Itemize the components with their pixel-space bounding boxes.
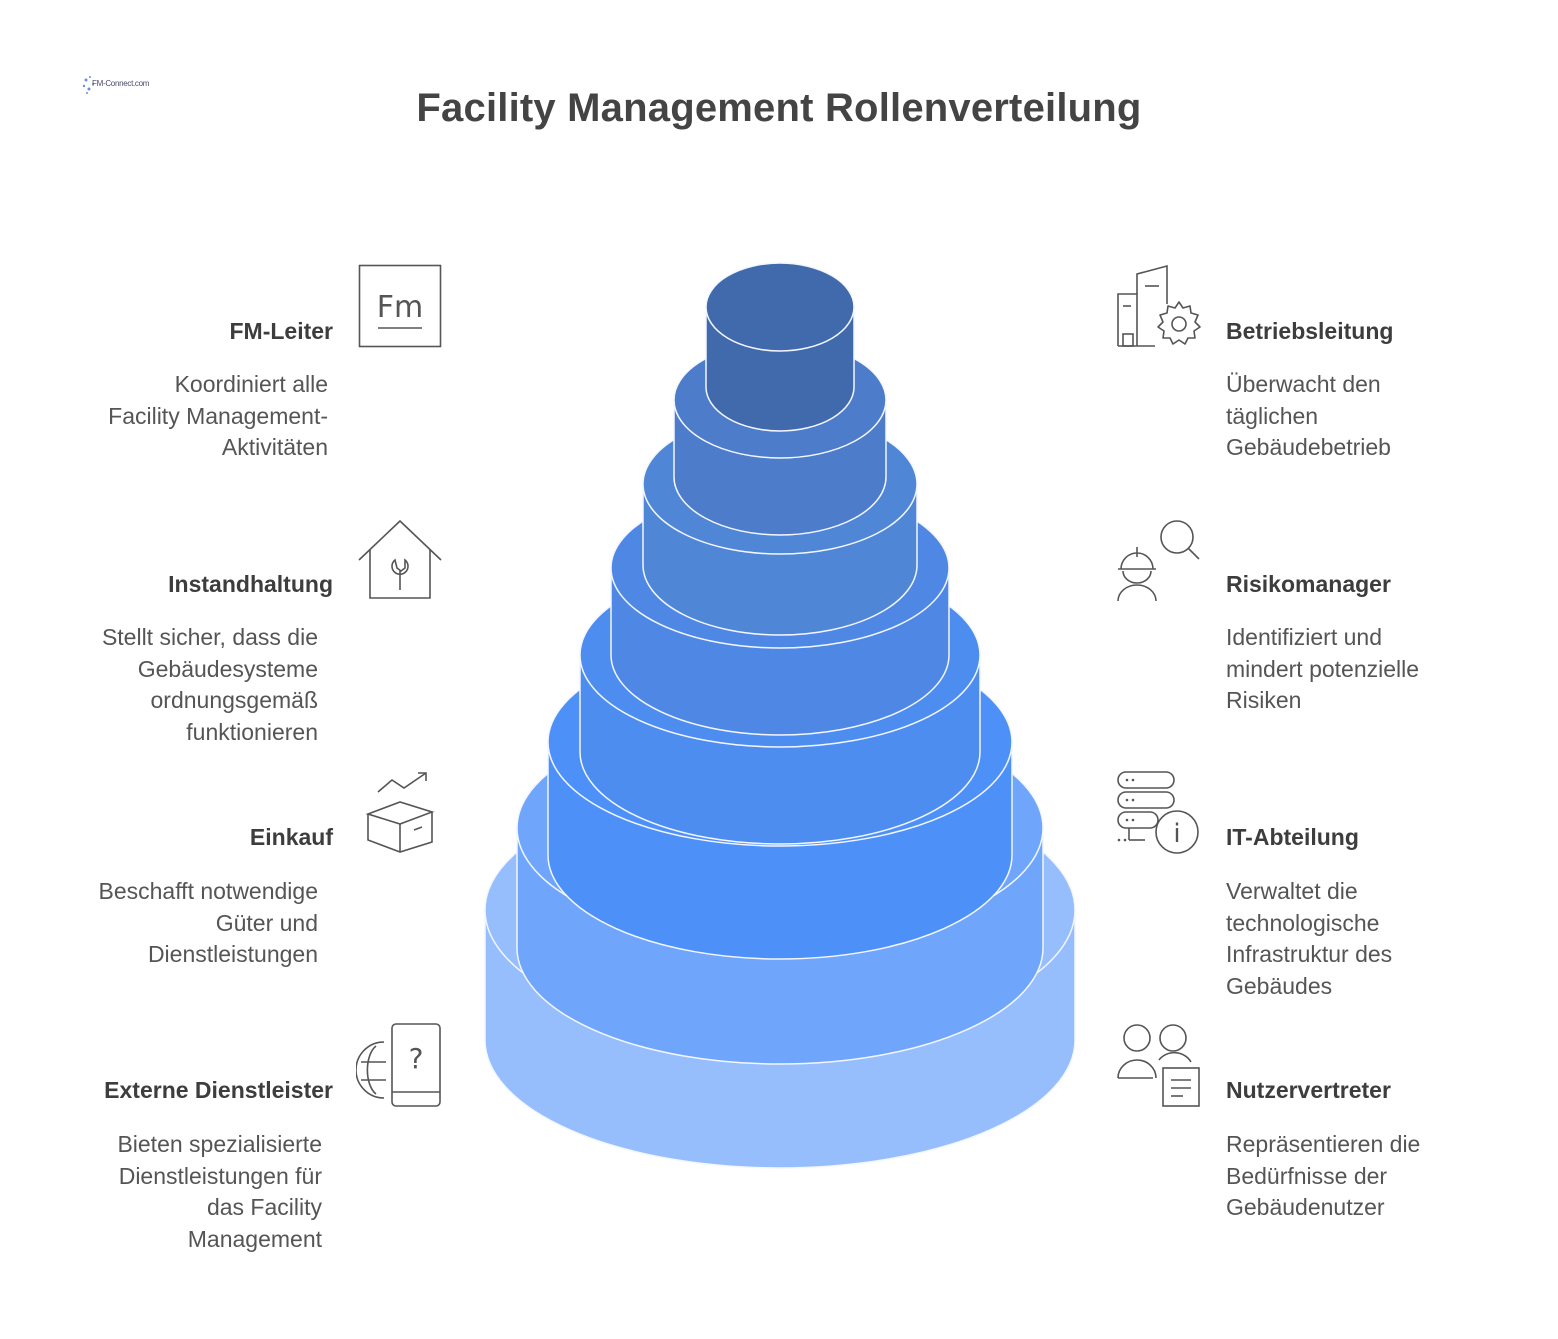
role-title-betriebsleitung: Betriebsleitung bbox=[1226, 318, 1394, 344]
role-desc-fm-leiter: Koordiniert alle Facility Management- Ak… bbox=[108, 371, 328, 461]
info-letter: i bbox=[1173, 819, 1180, 849]
role-title-instandhaltung: Instandhaltung bbox=[168, 571, 333, 597]
worker-search-icon bbox=[1117, 520, 1200, 602]
role-title-fm-leiter: FM-Leiter bbox=[229, 318, 334, 344]
role-desc-externe-dienstleister: Bieten spezialisierte Dienstleistungen f… bbox=[117, 1131, 322, 1253]
fm-connect-logo bbox=[82, 76, 94, 94]
fm-badge-icon: Fm bbox=[358, 264, 442, 348]
role-title-nutzervertreter: Nutzervertreter bbox=[1226, 1077, 1391, 1103]
logo-text: FM-Connect.com bbox=[92, 79, 150, 88]
role-desc-betriebsleitung: Überwacht den täglichen Gebäudebetrieb bbox=[1226, 371, 1391, 461]
role-desc-einkauf: Beschafft notwendige Güter und Dienstlei… bbox=[98, 878, 318, 968]
role-desc-it-abteilung: Verwaltet die technologische Infrastrukt… bbox=[1226, 878, 1393, 1000]
globe-phone-question-icon: ? bbox=[356, 1023, 441, 1107]
role-desc-nutzervertreter: Repräsentieren die Bedürfnisse der Gebäu… bbox=[1226, 1131, 1421, 1221]
role-title-einkauf: Einkauf bbox=[249, 824, 333, 850]
server-info-icon: i bbox=[1117, 771, 1199, 854]
house-wrench-icon bbox=[358, 520, 442, 599]
box-growth-icon bbox=[365, 772, 435, 853]
role-title-it-abteilung: IT-Abteilung bbox=[1226, 824, 1359, 850]
users-document-icon bbox=[1117, 1024, 1200, 1107]
role-title-risikomanager: Risikomanager bbox=[1226, 571, 1391, 597]
building-gear-icon bbox=[1117, 264, 1201, 347]
question-mark: ? bbox=[409, 1042, 424, 1075]
pyramid-tier-top-7 bbox=[705, 262, 855, 352]
page-title: Facility Management Rollenverteilung bbox=[416, 86, 1142, 130]
role-desc-risikomanager: Identifiziert und mindert potenzielle Ri… bbox=[1226, 624, 1420, 714]
role-desc-instandhaltung: Stellt sicher, dass die Gebäudesysteme o… bbox=[101, 624, 318, 746]
fm-badge-text: Fm bbox=[377, 290, 423, 325]
role-title-externe-dienstleister: Externe Dienstleister bbox=[104, 1077, 333, 1103]
